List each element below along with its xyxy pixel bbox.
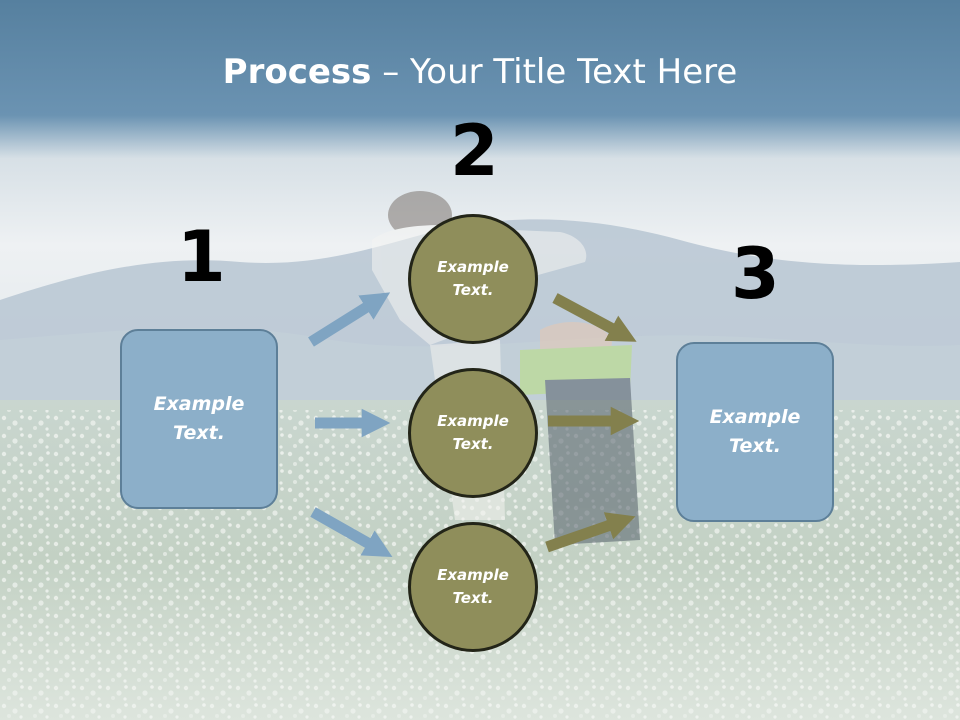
circle-middle-text: Example Text.: [437, 410, 509, 456]
circle-bottom: Example Text.: [408, 522, 538, 652]
arrow-bottom-to-right: [545, 512, 636, 553]
left-box-line1: Example: [153, 393, 245, 415]
right-box-line1: Example: [709, 406, 801, 428]
circle-bottom-text: Example Text.: [437, 564, 509, 610]
circle-top: Example Text.: [408, 214, 538, 344]
right-box-text: Example Text.: [710, 403, 801, 461]
left-box: Example Text.: [120, 329, 278, 509]
circle-bottom-line2: Text.: [452, 589, 494, 607]
left-box-line2: Text.: [173, 422, 225, 444]
circle-top-line1: Example: [437, 258, 509, 276]
title-rest: Your Title Text Here: [410, 52, 738, 92]
right-box: Example Text.: [676, 342, 834, 522]
step-number-3: 3: [731, 233, 780, 315]
step-number-2: 2: [450, 110, 499, 192]
circle-bottom-line1: Example: [437, 566, 509, 584]
arrow-top-to-right: [552, 293, 637, 342]
arrow-left-to-top: [308, 292, 391, 347]
circle-top-line2: Text.: [452, 281, 494, 299]
slide-title: Process – Your Title Text Here: [0, 52, 960, 92]
step-number-1: 1: [177, 216, 226, 298]
circle-middle-line2: Text.: [452, 435, 494, 453]
right-box-line2: Text.: [729, 435, 781, 457]
title-bold: Process: [222, 52, 372, 92]
circle-top-text: Example Text.: [437, 256, 509, 302]
circle-middle-line1: Example: [437, 412, 509, 430]
left-box-text: Example Text.: [154, 390, 245, 448]
title-separator: –: [371, 52, 411, 92]
arrow-left-to-bottom: [310, 507, 393, 558]
circle-middle: Example Text.: [408, 368, 538, 498]
